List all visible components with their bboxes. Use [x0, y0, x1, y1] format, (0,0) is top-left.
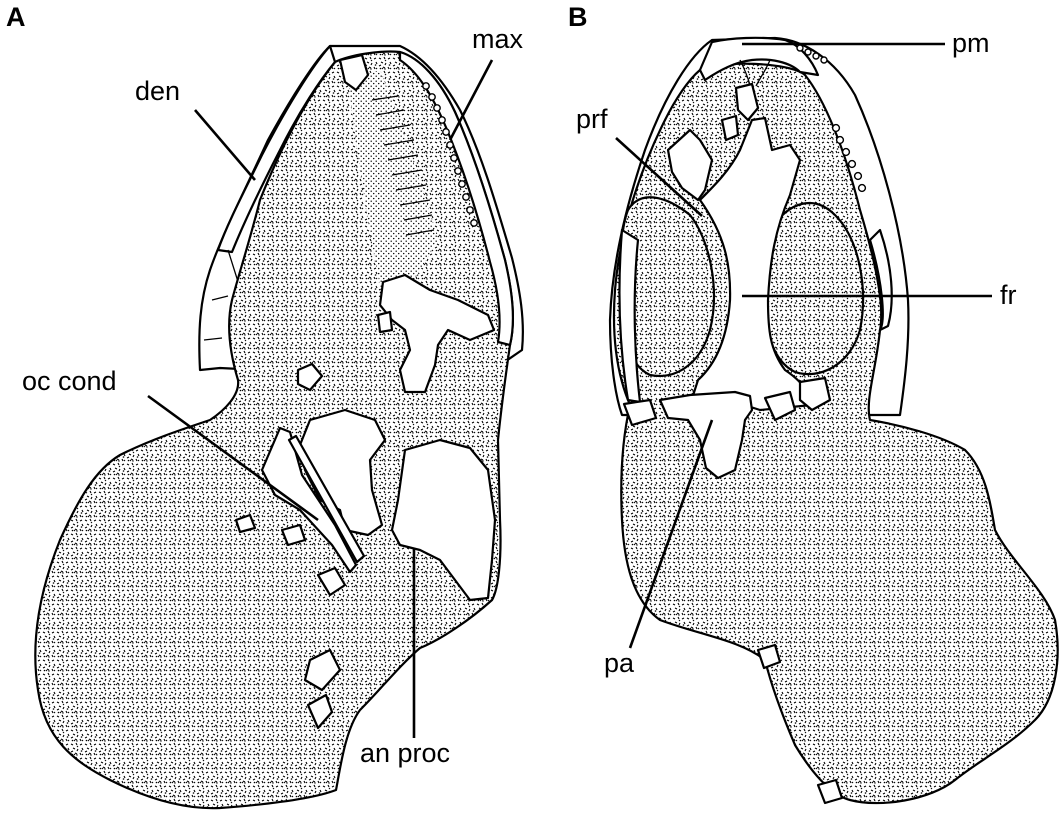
- panel-a: A: [6, 2, 524, 808]
- leader-den: [195, 110, 255, 180]
- label-fr: fr: [1000, 280, 1017, 310]
- label-pa: pa: [604, 648, 635, 678]
- skull-matrix-a: [35, 52, 513, 809]
- leader-max: [450, 60, 492, 140]
- label-pm: pm: [952, 28, 990, 58]
- panel-b: B: [568, 2, 1058, 803]
- fragment-a1: [378, 312, 392, 332]
- label-den: den: [135, 76, 180, 106]
- panel-letter-b: B: [568, 2, 588, 32]
- panel-letter-a: A: [6, 2, 26, 32]
- label-prf: prf: [576, 104, 608, 134]
- label-max: max: [472, 24, 524, 54]
- label-oc-cond: oc cond: [22, 366, 117, 396]
- fragment-b2: [722, 116, 738, 140]
- label-an-proc: an proc: [360, 738, 450, 768]
